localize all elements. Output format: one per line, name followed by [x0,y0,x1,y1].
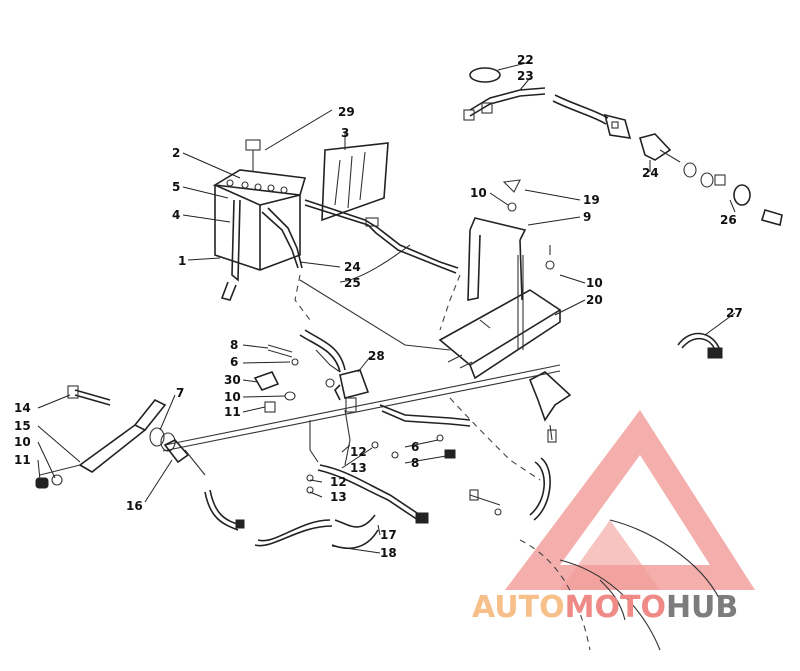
battery-pad [321,142,389,222]
battery-tray [438,179,572,443]
callout-18: 18 [380,546,397,560]
callout-22: 22 [517,53,534,67]
callout-30-top: 29 [338,105,355,119]
callout-28: 27 [726,306,743,320]
callout-7: 7 [176,386,184,400]
callout-13-a: 13 [350,461,367,475]
callout-6-right: 6 [411,440,419,454]
callout-8-mid: 8 [230,338,238,352]
callout-20: 20 [586,293,603,307]
callout-9: 9 [583,210,591,224]
callout-8-right: 8 [411,456,419,470]
callout-13-b: 13 [330,490,347,504]
callout-10-left: 10 [14,435,31,449]
callout-5: 5 [172,180,180,194]
callout-15: 15 [14,419,31,433]
callout-1: 1 [178,254,186,268]
watermark-part2: MOTO [565,590,666,625]
callout-2: 2 [172,146,180,160]
ignition-harness [463,67,783,227]
watermark-logo [505,410,755,590]
solenoid-hardware [253,344,299,413]
callout-25: 24 [344,260,361,274]
callout-30-mid: 30 [224,373,241,387]
battery [212,139,307,301]
callout-23: 23 [517,69,534,83]
callout-14: 14 [14,401,31,415]
callout-26: 25 [344,276,361,290]
leader-lines [37,61,736,554]
svg-text:AUTOMOTOHUB: AUTOMOTOHUB [472,590,738,625]
watermark-wordmark: AUTOMOTOHUB [472,590,738,625]
callout-numbers: 29 3 2 5 4 1 24 25 10 19 9 10 20 22 23 2… [14,53,743,560]
mounting-rod [162,279,561,452]
starter-solenoid [299,329,370,413]
cable-clamp [677,332,723,359]
battery-cables [261,199,461,331]
chassis-outline [519,519,721,651]
callout-12-a: 12 [350,445,367,459]
right-ground-cable [379,397,551,521]
callout-11-left: 11 [14,453,31,467]
callout-3: 3 [341,126,349,140]
callout-24: 24 [642,166,659,180]
watermark-part3: HUB [666,590,738,625]
callout-29: 28 [368,349,385,363]
lower-wiring-harness [204,409,429,550]
callout-10-right: 10 [586,276,603,290]
callout-6-mid: 6 [230,355,238,369]
callout-12-b: 12 [330,475,347,489]
callout-16: 16 [126,499,143,513]
callout-10-top: 10 [470,186,487,200]
callout-11-mid: 11 [224,405,241,419]
callout-27: 26 [720,213,737,227]
callout-4: 4 [172,208,180,222]
callout-17: 17 [380,528,397,542]
callout-10-mid: 10 [224,390,241,404]
callout-19: 19 [583,193,600,207]
watermark-part1: AUTO [472,590,565,625]
left-bracket-assembly [35,385,206,489]
